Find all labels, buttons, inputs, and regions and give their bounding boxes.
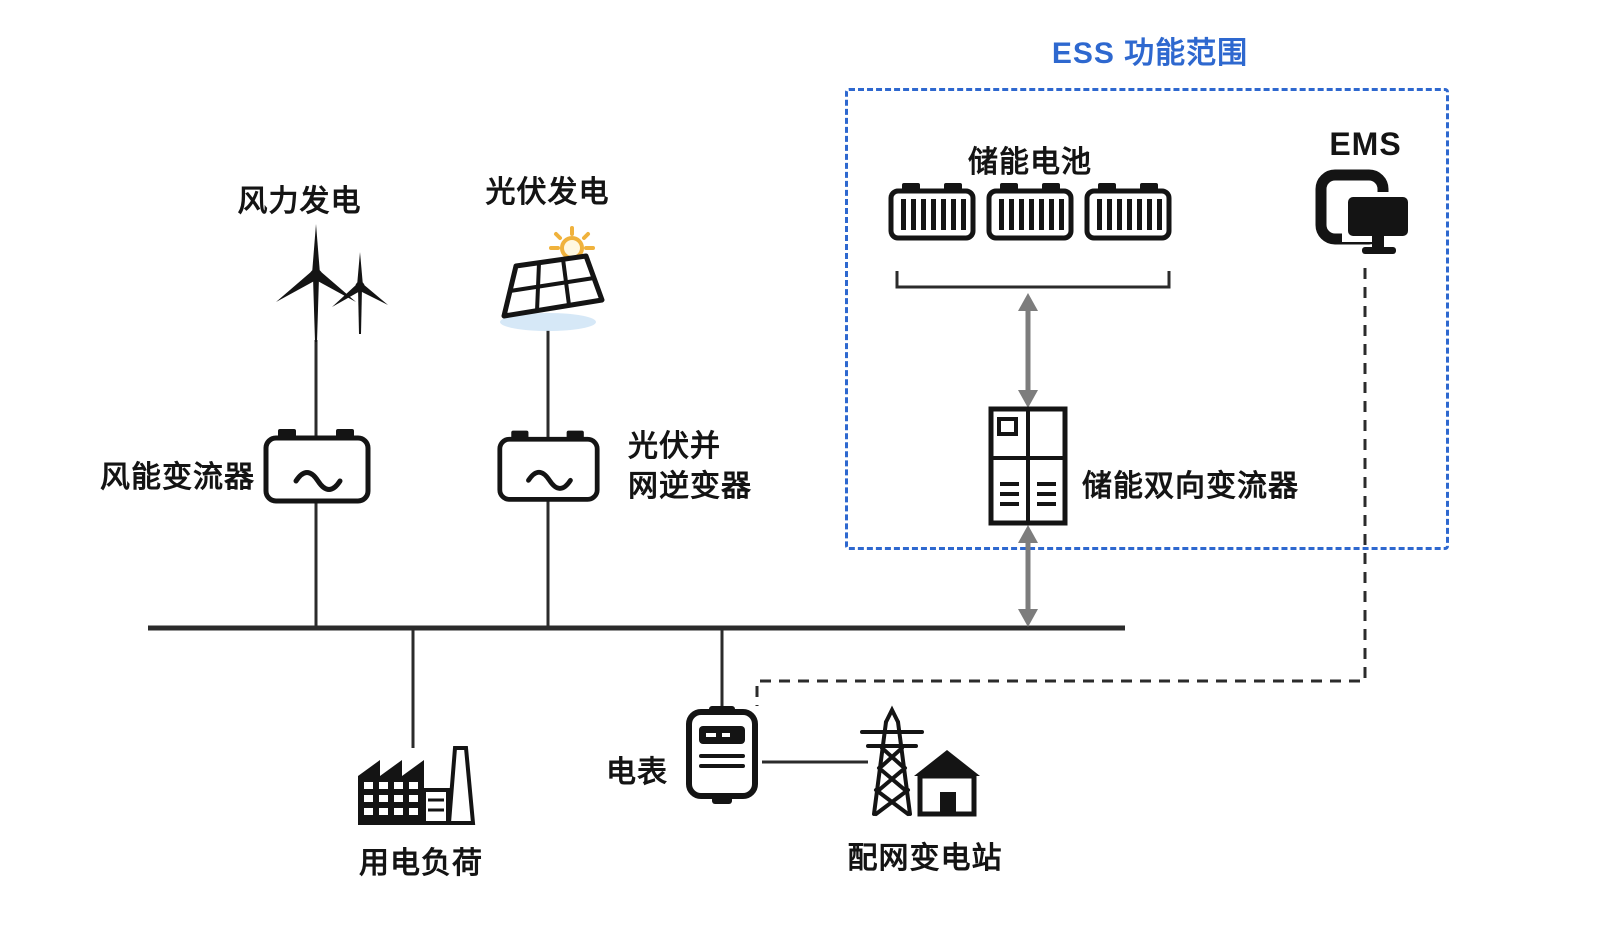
substation-icon bbox=[860, 705, 980, 817]
storage-battery-icon-3 bbox=[1084, 183, 1172, 241]
battery-bracket bbox=[895, 271, 1171, 289]
meter-label: 电表 bbox=[606, 756, 668, 789]
pv-inverter-icon bbox=[497, 430, 600, 502]
storage-battery-icon-2 bbox=[986, 183, 1074, 241]
ess-scope-dashed-box bbox=[845, 88, 1449, 550]
substation-house bbox=[914, 750, 980, 817]
sun-icon bbox=[549, 226, 595, 260]
battery-converter-arrow bbox=[1018, 293, 1038, 408]
ems-label: EMS bbox=[1329, 126, 1402, 162]
wind-turbine-icon bbox=[276, 224, 388, 342]
pv-inverter-label-line1: 光伏并 bbox=[628, 430, 721, 463]
wind-generation-label: 风力发电 bbox=[237, 185, 362, 218]
wind-converter-icon bbox=[263, 429, 371, 504]
bidirectional-converter-label: 储能双向变流器 bbox=[1082, 470, 1299, 503]
ess-scope-title: ESS 功能范围 bbox=[1051, 37, 1249, 70]
load-label: 用电负荷 bbox=[359, 847, 483, 880]
panel-shadow bbox=[500, 313, 596, 331]
ems-icon bbox=[1315, 169, 1412, 254]
factory-icon bbox=[358, 746, 476, 825]
pv-inverter-label: 光伏并 网逆变器 bbox=[628, 427, 778, 507]
transmission-tower bbox=[860, 705, 924, 816]
solar-panel-icon bbox=[500, 226, 605, 331]
wind-converter-label: 风能变流器 bbox=[100, 461, 255, 494]
bidirectional-converter-icon bbox=[988, 406, 1068, 526]
meter-icon bbox=[686, 706, 758, 804]
substation-label: 配网变电站 bbox=[847, 842, 1003, 875]
storage-battery-label: 储能电池 bbox=[968, 146, 1092, 179]
converter-bus-arrow bbox=[1018, 525, 1038, 627]
pv-generation-label: 光伏发电 bbox=[485, 176, 610, 209]
storage-battery-icon-1 bbox=[888, 183, 976, 241]
ems-dashed-line bbox=[755, 268, 1367, 706]
pv-inverter-label-line2: 网逆变器 bbox=[628, 470, 752, 503]
